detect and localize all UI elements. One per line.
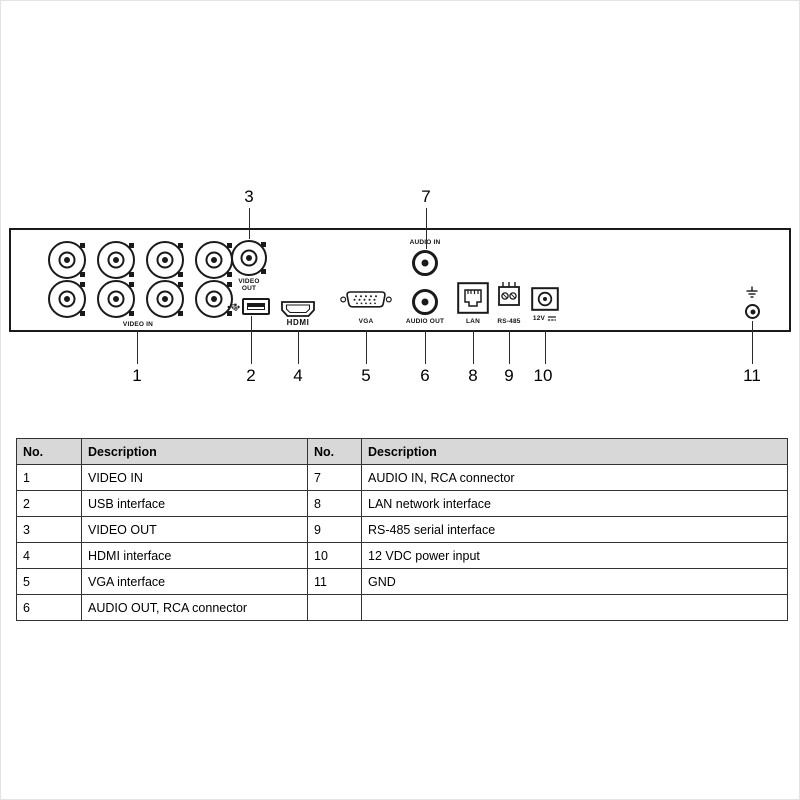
table-header-cell: Description [81, 438, 308, 465]
audio-in-label: AUDIO IN [409, 239, 441, 246]
table-cell: RS-485 serial interface [361, 516, 788, 543]
rs485-label: RS-485 [497, 318, 521, 325]
bnc-connector [48, 280, 86, 318]
video-out-connector [231, 240, 267, 276]
callout-10: 10 [533, 366, 553, 385]
table-row: 5 VGA interface 11 GND [16, 568, 788, 595]
description-table: No. Description No. Description 1 VIDEO … [16, 438, 788, 621]
table-cell: HDMI interface [81, 542, 308, 569]
table-cell: VGA interface [81, 568, 308, 595]
hdmi-label: HDMI [286, 318, 310, 327]
table-cell: 6 [16, 594, 82, 621]
bnc-connector [146, 280, 184, 318]
usb-icon [227, 303, 240, 311]
power-jack [531, 287, 559, 311]
table-cell: 1 [16, 464, 82, 491]
table-cell [361, 594, 788, 621]
callout-2: 2 [246, 366, 256, 385]
leader-line-11 [752, 321, 753, 364]
leader-line-9 [509, 330, 510, 364]
callout-1: 1 [132, 366, 142, 385]
table-cell: 2 [16, 490, 82, 517]
bnc-connector [97, 241, 135, 279]
table-cell: VIDEO OUT [81, 516, 308, 543]
table-row: 1 VIDEO IN 7 AUDIO IN, RCA connector [16, 464, 788, 491]
table-row: 4 HDMI interface 10 12 VDC power input [16, 542, 788, 569]
leader-line-7 [426, 208, 427, 249]
vga-label: VGA [358, 318, 374, 325]
table-cell: 5 [16, 568, 82, 595]
lan-port [457, 282, 489, 314]
leader-line-8 [473, 330, 474, 364]
table-cell: 12 VDC power input [361, 542, 788, 569]
ground-icon [746, 286, 758, 298]
audio-out-rca [412, 289, 438, 315]
video-in-label: VIDEO IN [122, 321, 154, 328]
table-cell: 7 [307, 464, 362, 491]
rear-panel [9, 228, 791, 332]
rs485-terminal [498, 282, 520, 306]
leader-line-1 [137, 330, 138, 364]
bnc-connector [97, 280, 135, 318]
table-cell: 10 [307, 542, 362, 569]
callout-7: 7 [421, 187, 431, 206]
leader-line-5 [366, 330, 367, 364]
callout-6: 6 [420, 366, 430, 385]
table-cell: 8 [307, 490, 362, 517]
table-row: 2 USB interface 8 LAN network interface [16, 490, 788, 517]
table-cell: GND [361, 568, 788, 595]
audio-in-rca [412, 250, 438, 276]
bnc-connector [146, 241, 184, 279]
bnc-connector [195, 241, 233, 279]
table-cell: AUDIO IN, RCA connector [361, 464, 788, 491]
leader-line-6 [425, 330, 426, 364]
table-row: 6 AUDIO OUT, RCA connector [16, 594, 788, 621]
bnc-connector [48, 241, 86, 279]
table-header-row: No. Description No. Description [16, 438, 788, 465]
leader-line-2 [251, 316, 252, 364]
callout-4: 4 [293, 366, 303, 385]
table-header-cell: Description [361, 438, 788, 465]
table-cell: AUDIO OUT, RCA connector [81, 594, 308, 621]
dc-icon [548, 316, 557, 321]
table-cell: USB interface [81, 490, 308, 517]
bnc-connector [195, 280, 233, 318]
video-out-label: VIDEO OUT [238, 278, 260, 292]
table-cell: 11 [307, 568, 362, 595]
table-header-cell: No. [16, 438, 82, 465]
table-cell: LAN network interface [361, 490, 788, 517]
table-row: 3 VIDEO OUT 9 RS-485 serial interface [16, 516, 788, 543]
table-header-cell: No. [307, 438, 362, 465]
lan-label: LAN [466, 318, 480, 325]
table-cell [307, 594, 362, 621]
table-cell: 4 [16, 542, 82, 569]
gnd-screw [745, 304, 760, 319]
leader-line-4 [298, 330, 299, 364]
callout-5: 5 [361, 366, 371, 385]
callout-11: 11 [743, 366, 761, 385]
callout-9: 9 [504, 366, 514, 385]
callout-3: 3 [244, 187, 254, 206]
audio-out-label: AUDIO OUT [405, 318, 445, 325]
table-cell: 9 [307, 516, 362, 543]
power-label: 12V [533, 315, 557, 322]
vga-port [340, 291, 392, 308]
table-cell: 3 [16, 516, 82, 543]
leader-line-10 [545, 330, 546, 364]
callout-8: 8 [468, 366, 478, 385]
hdmi-port [281, 301, 315, 317]
table-cell: VIDEO IN [81, 464, 308, 491]
usb-port [242, 298, 270, 315]
leader-line-3 [249, 208, 250, 239]
